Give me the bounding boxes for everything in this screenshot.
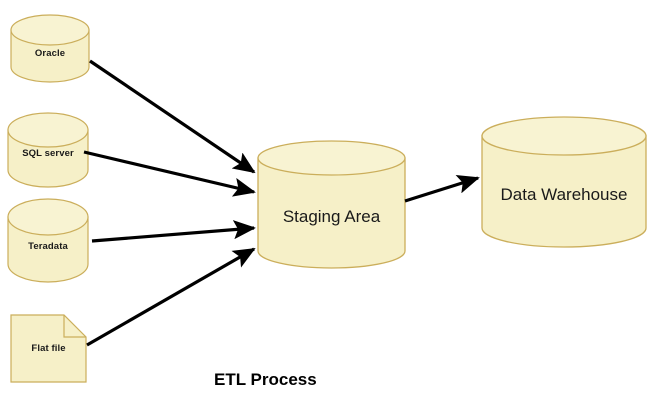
node-flat-file[interactable] <box>10 314 87 383</box>
sql-server-cylinder-top <box>7 112 89 148</box>
staging-area-cylinder-top <box>257 140 406 176</box>
node-staging-area[interactable] <box>257 140 406 269</box>
oracle-cylinder-top <box>10 14 90 46</box>
flat-file-page <box>10 314 87 383</box>
node-data-warehouse[interactable] <box>481 116 647 248</box>
arrow-teradata-to-staging <box>91 220 256 243</box>
node-teradata[interactable] <box>7 198 89 283</box>
node-sql-server[interactable] <box>7 112 89 188</box>
arrow-oracle-to-staging <box>89 59 256 174</box>
teradata-cylinder-top <box>7 198 89 236</box>
data-warehouse-cylinder-body <box>481 135 647 248</box>
arrow-staging-to-warehouse <box>404 174 480 203</box>
diagram-title: ETL Process <box>214 370 317 389</box>
flat-file-fold-icon <box>63 315 86 338</box>
data-warehouse-cylinder-top <box>481 116 647 156</box>
staging-area-cylinder-body <box>257 157 406 269</box>
node-oracle[interactable] <box>10 14 90 83</box>
arrow-flat-file-to-staging <box>86 247 256 347</box>
arrow-sql-server-to-staging <box>83 150 256 197</box>
